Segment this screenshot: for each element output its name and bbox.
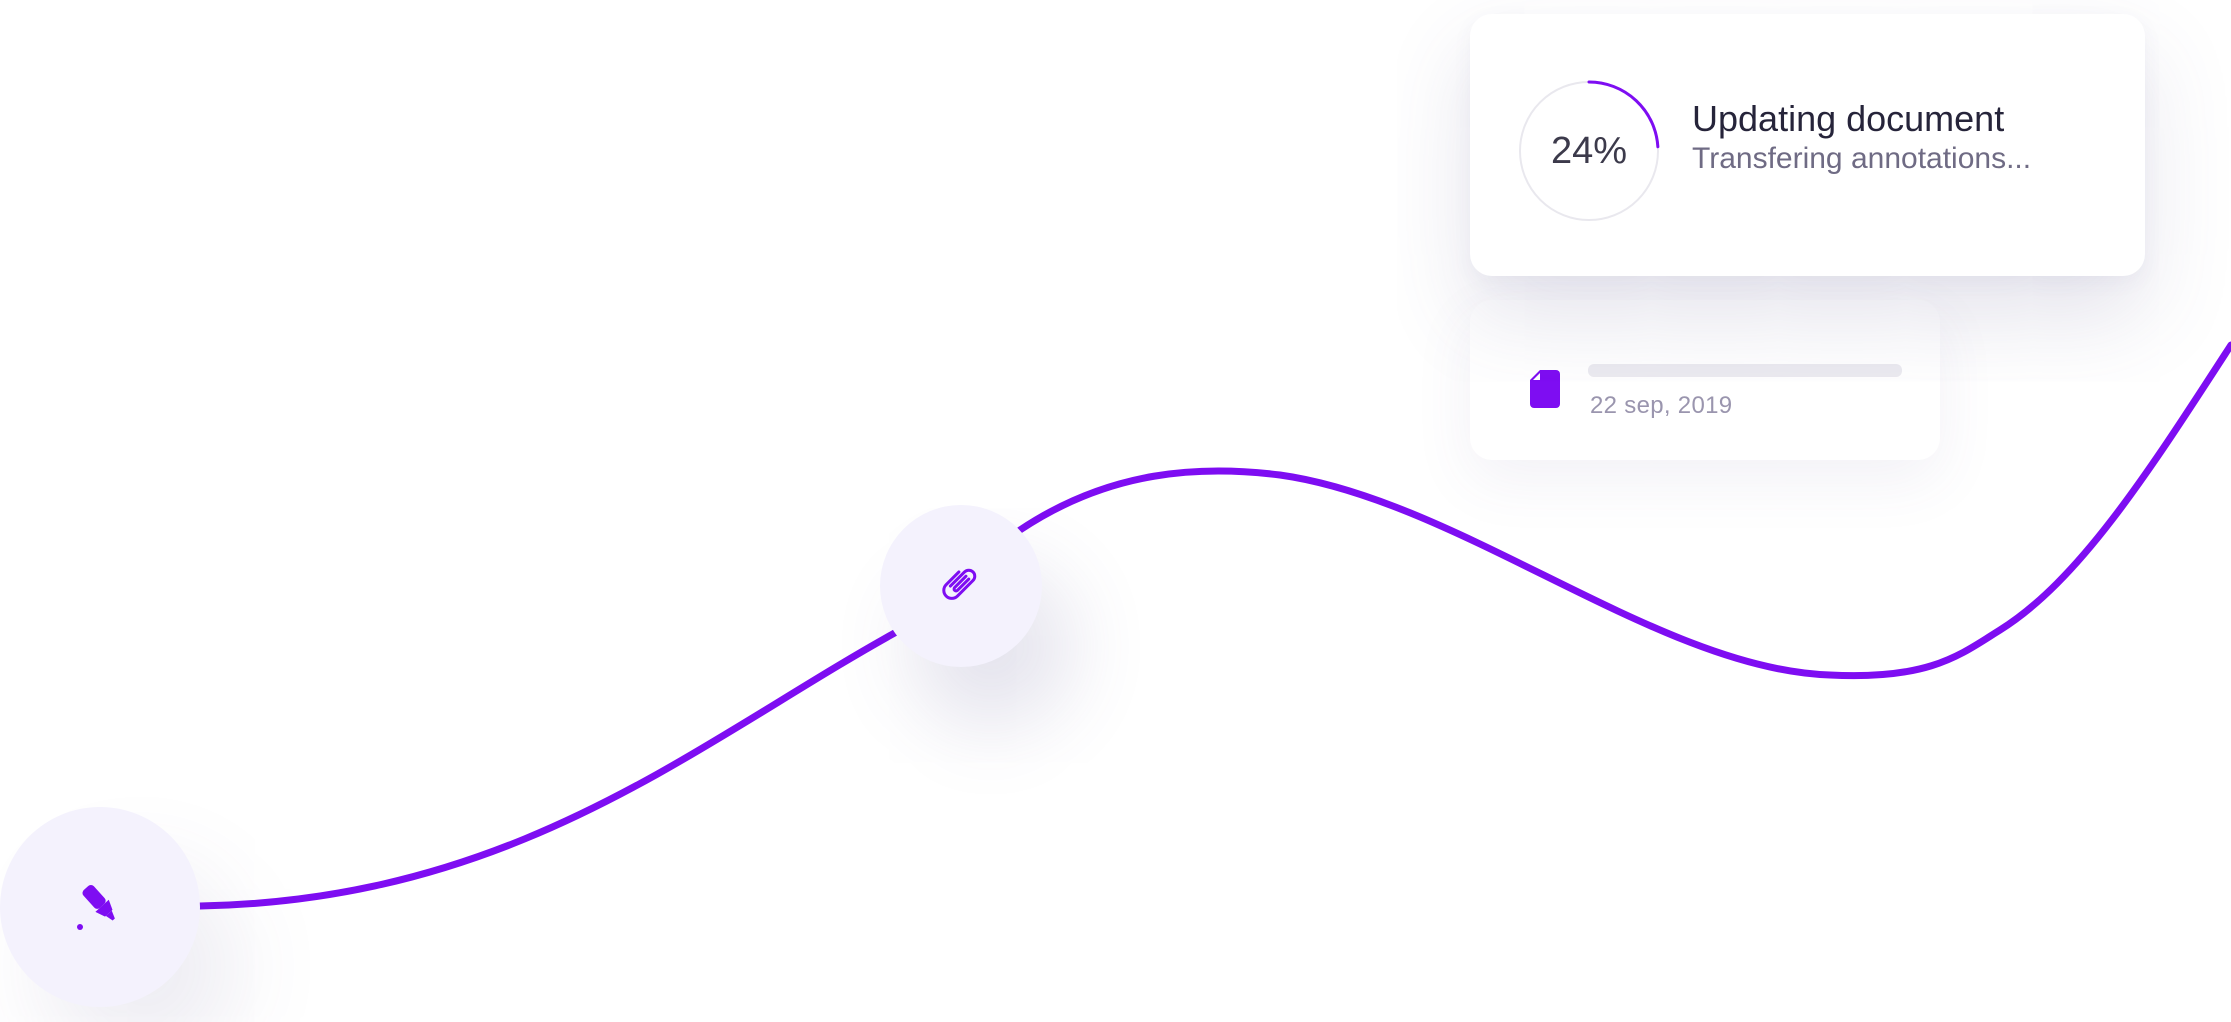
attachment-node[interactable]	[880, 505, 1042, 667]
document-icon	[1530, 370, 1560, 413]
document-title-placeholder	[1588, 364, 1902, 377]
document-card[interactable]: 22 sep, 2019	[1470, 300, 1940, 460]
progress-subtitle: Transfering annotations...	[1692, 142, 2032, 175]
progress-arc	[1518, 80, 1660, 222]
paperclip-icon	[938, 561, 984, 612]
document-date: 22 sep, 2019	[1590, 392, 1733, 419]
timeline-path	[196, 341, 2231, 910]
progress-ring: 24%	[1518, 80, 1660, 222]
highlighter-node[interactable]	[0, 807, 200, 1007]
progress-percent: 24%	[1550, 129, 1628, 172]
progress-card: 24% Updating document Transfering annota…	[1470, 14, 2145, 276]
progress-title: Updating document	[1692, 98, 2005, 139]
highlighter-icon	[72, 877, 128, 938]
